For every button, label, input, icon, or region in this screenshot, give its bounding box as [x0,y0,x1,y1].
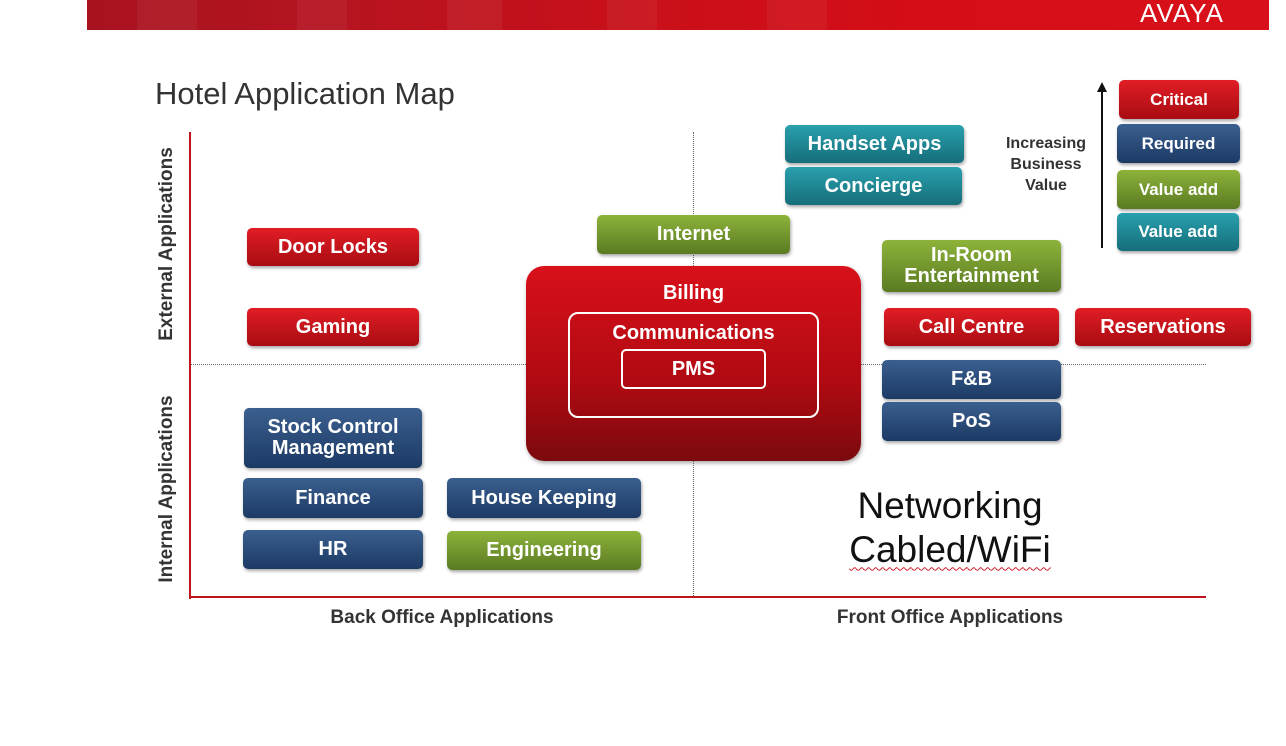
y-label-internal: Internal Applications [156,395,177,583]
app-pos: PoS [882,402,1061,441]
networking-line-2-text: Cabled/WiFi [849,529,1051,571]
legend-critical: Critical [1119,80,1239,119]
communications-frame [568,312,819,418]
x-label-back-office: Back Office Applications [330,607,554,628]
legend-caption-line: Business [1010,155,1082,173]
avaya-logo: AVAYA [1140,0,1224,28]
legend-caption-line: Increasing [1005,135,1087,152]
communications-label: Communications [612,322,775,344]
app-finance: Finance [243,478,423,518]
legend-required: Required [1117,124,1240,163]
pms-box: PMS [621,349,766,389]
legend-value-add-teal: Value add [1117,213,1239,251]
legend-caption-line: Value [1025,176,1067,194]
billing-label: Billing [662,282,725,304]
app-stock-control: Stock Control Management [244,408,422,468]
app-gaming: Gaming [247,308,419,346]
value-arrow-line [1101,90,1103,248]
app-call-centre: Call Centre [884,308,1059,346]
app-internet: Internet [597,215,790,254]
networking-label: Networking Cabled/WiFi [820,484,1080,573]
networking-line-2: Cabled/WiFi [820,528,1080,572]
app-house-keeping: House Keeping [447,478,641,518]
x-axis-line [189,596,1206,598]
y-axis-line [189,132,191,599]
app-reservations: Reservations [1075,308,1251,346]
legend-caption: Increasing Business Value [996,134,1096,196]
page-title: Hotel Application Map [155,76,455,111]
app-in-room-entertainment: In-Room Entertainment [882,240,1061,292]
header-banner: AVAYA [87,0,1269,30]
legend-value-add-olive: Value add [1117,170,1240,209]
up-arrow-icon [1097,82,1107,92]
app-engineering: Engineering [447,531,641,570]
app-concierge: Concierge [785,167,962,205]
app-hr: HR [243,530,423,569]
app-handset-apps: Handset Apps [785,125,964,163]
billing-core [526,266,861,461]
x-label-front-office: Front Office Applications [836,607,1064,628]
app-fnb: F&B [882,360,1061,399]
y-label-external: External Applications [156,147,177,341]
networking-line-1: Networking [857,485,1043,526]
app-door-locks: Door Locks [247,228,419,266]
